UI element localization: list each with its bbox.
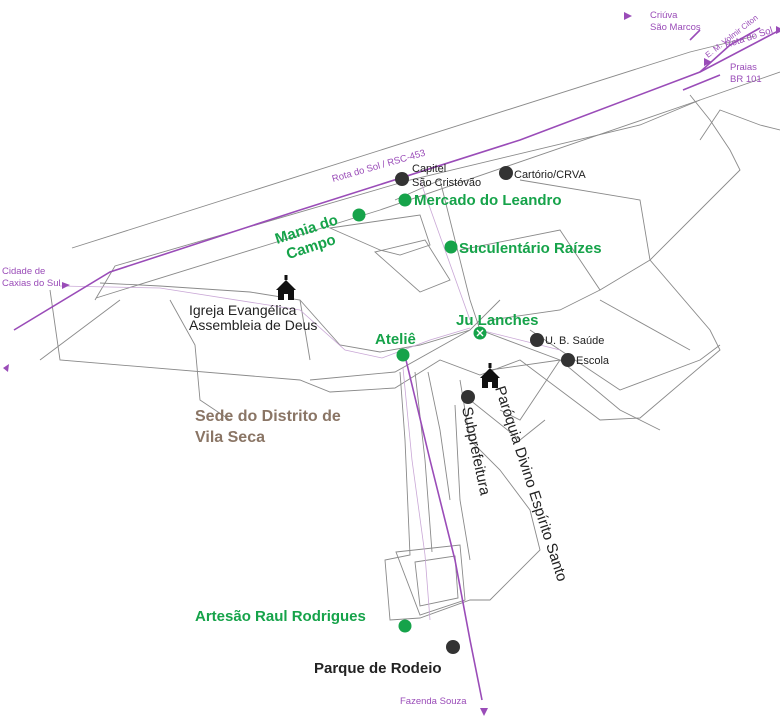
label-mercado-do-leandro: Mercado do Leandro — [414, 192, 562, 209]
label-paroquia: Paróquia Divino Espírito Santo — [491, 384, 570, 584]
business-marker[interactable] — [396, 348, 410, 362]
business-marker[interactable] — [352, 208, 366, 222]
poi-marker[interactable] — [395, 172, 409, 186]
business-marker[interactable] — [444, 240, 458, 254]
label-escola: Escola — [576, 355, 610, 367]
label-ju-lanches: Ju Lanches — [456, 312, 539, 329]
label-igreja-evangelica: Igreja Evangélica Assembleia de Deus — [189, 302, 317, 333]
destination-caxias: Cidade de Caxias do Sul — [2, 266, 61, 289]
road-network — [39, 35, 780, 621]
label-cartorio: Cartório/CRVA — [514, 169, 586, 181]
church-icon — [480, 363, 500, 388]
label-atelie: Ateliê — [375, 331, 416, 348]
label-mania-do-campo: Mania do Campo — [273, 210, 350, 265]
cross-icon — [476, 329, 484, 337]
destination-praias: Praias BR 101 — [730, 62, 762, 85]
label-capitel: Capitel São Cristóvão — [412, 163, 481, 189]
arrow-icon — [480, 708, 488, 716]
label-artesao: Artesão Raul Rodrigues — [195, 608, 366, 625]
district-label: Sede do Distrito de Vila Seca — [195, 408, 345, 446]
arrow-icon — [776, 26, 780, 34]
poi-marker[interactable] — [446, 640, 460, 654]
service-markers — [395, 166, 575, 654]
label-subprefeitura: Subprefeitura — [458, 405, 493, 497]
label-ubs: U. B. Saúde — [545, 335, 604, 347]
business-marker[interactable] — [398, 619, 412, 633]
arrow-icon — [624, 12, 632, 20]
direction-arrows — [3, 12, 780, 716]
arrow-icon — [62, 282, 70, 289]
label-parque-de-rodeio: Parque de Rodeio — [314, 660, 442, 677]
church-icon — [276, 275, 296, 300]
poi-marker[interactable] — [461, 390, 475, 404]
poi-marker[interactable] — [530, 333, 544, 347]
road-to-praias — [682, 74, 721, 91]
poi-marker[interactable] — [499, 166, 513, 180]
destination-fazenda-souza: Fazenda Souza — [400, 696, 467, 707]
local-streets — [59, 179, 561, 621]
arrow-icon — [704, 58, 712, 66]
label-suculentario: Suculentário Raízes — [459, 240, 602, 257]
destination-criuva: Criúva São Marcos — [650, 10, 701, 33]
business-marker[interactable] — [398, 193, 412, 207]
arrow-icon — [3, 364, 9, 372]
poi-marker[interactable] — [561, 353, 575, 367]
road-to-fazenda-souza — [405, 359, 483, 701]
rsc-453-highway — [13, 29, 780, 331]
highways — [13, 27, 780, 701]
